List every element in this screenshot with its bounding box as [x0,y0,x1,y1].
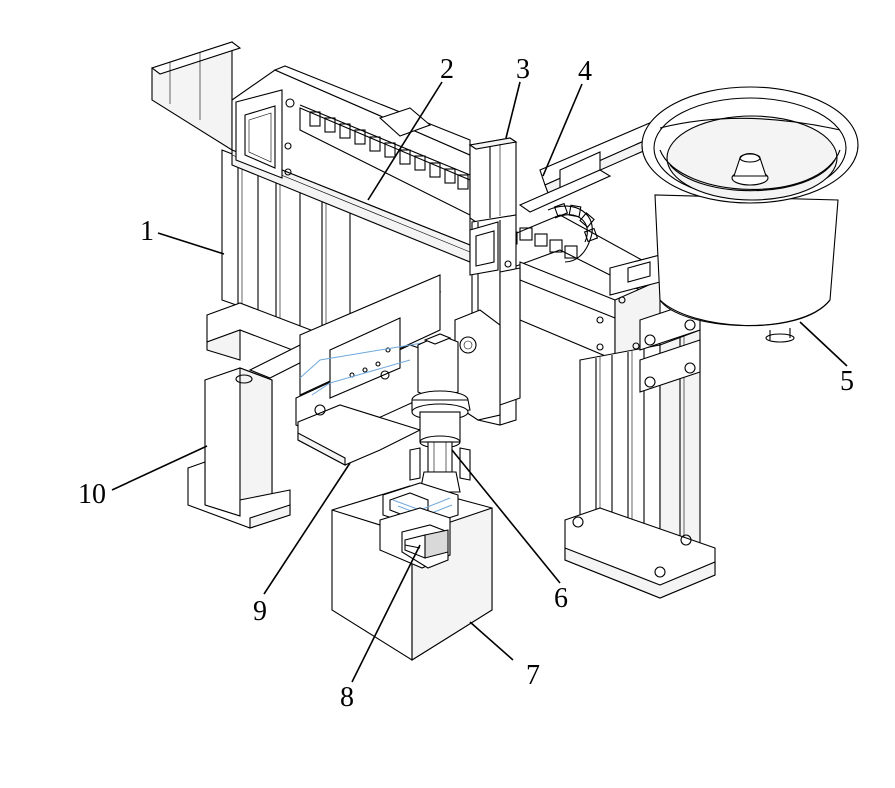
callout-label-7: 7 [526,660,540,691]
callout-label-2: 2 [440,54,454,85]
gripper-assembly [409,309,501,501]
rear-beam [150,41,242,151]
right-frame-upright [564,299,716,599]
support-block [187,367,291,529]
leader-8 [351,544,421,683]
fixture-plate [248,274,442,466]
callout-label-4: 4 [578,56,592,87]
leader-lines [111,81,848,683]
leader-10 [111,445,208,491]
leader-9 [263,462,351,595]
receiver-fixture [379,482,459,569]
callout-label-10: 10 [78,479,106,510]
callout-label-9: 9 [253,596,267,627]
right-crossbeam [499,214,661,361]
leader-4 [542,83,583,177]
callout-labels: 1 2 3 4 5 6 7 8 9 10 [78,54,854,713]
leader-5 [799,321,848,367]
callout-label-1: 1 [140,216,154,247]
drag-chain-beam [285,98,471,216]
drag-chain-cross [504,202,599,263]
leader-6 [451,449,561,584]
callout-label-3: 3 [516,54,530,85]
leader-7 [469,621,514,661]
bowl-feeder [641,86,859,343]
base-block [331,485,493,661]
callout-label-5: 5 [840,366,854,397]
leader-3 [505,81,521,139]
callout-label-6: 6 [554,583,568,614]
leader-1 [157,232,225,255]
leader-2 [367,81,443,201]
callout-label-8: 8 [340,682,354,713]
